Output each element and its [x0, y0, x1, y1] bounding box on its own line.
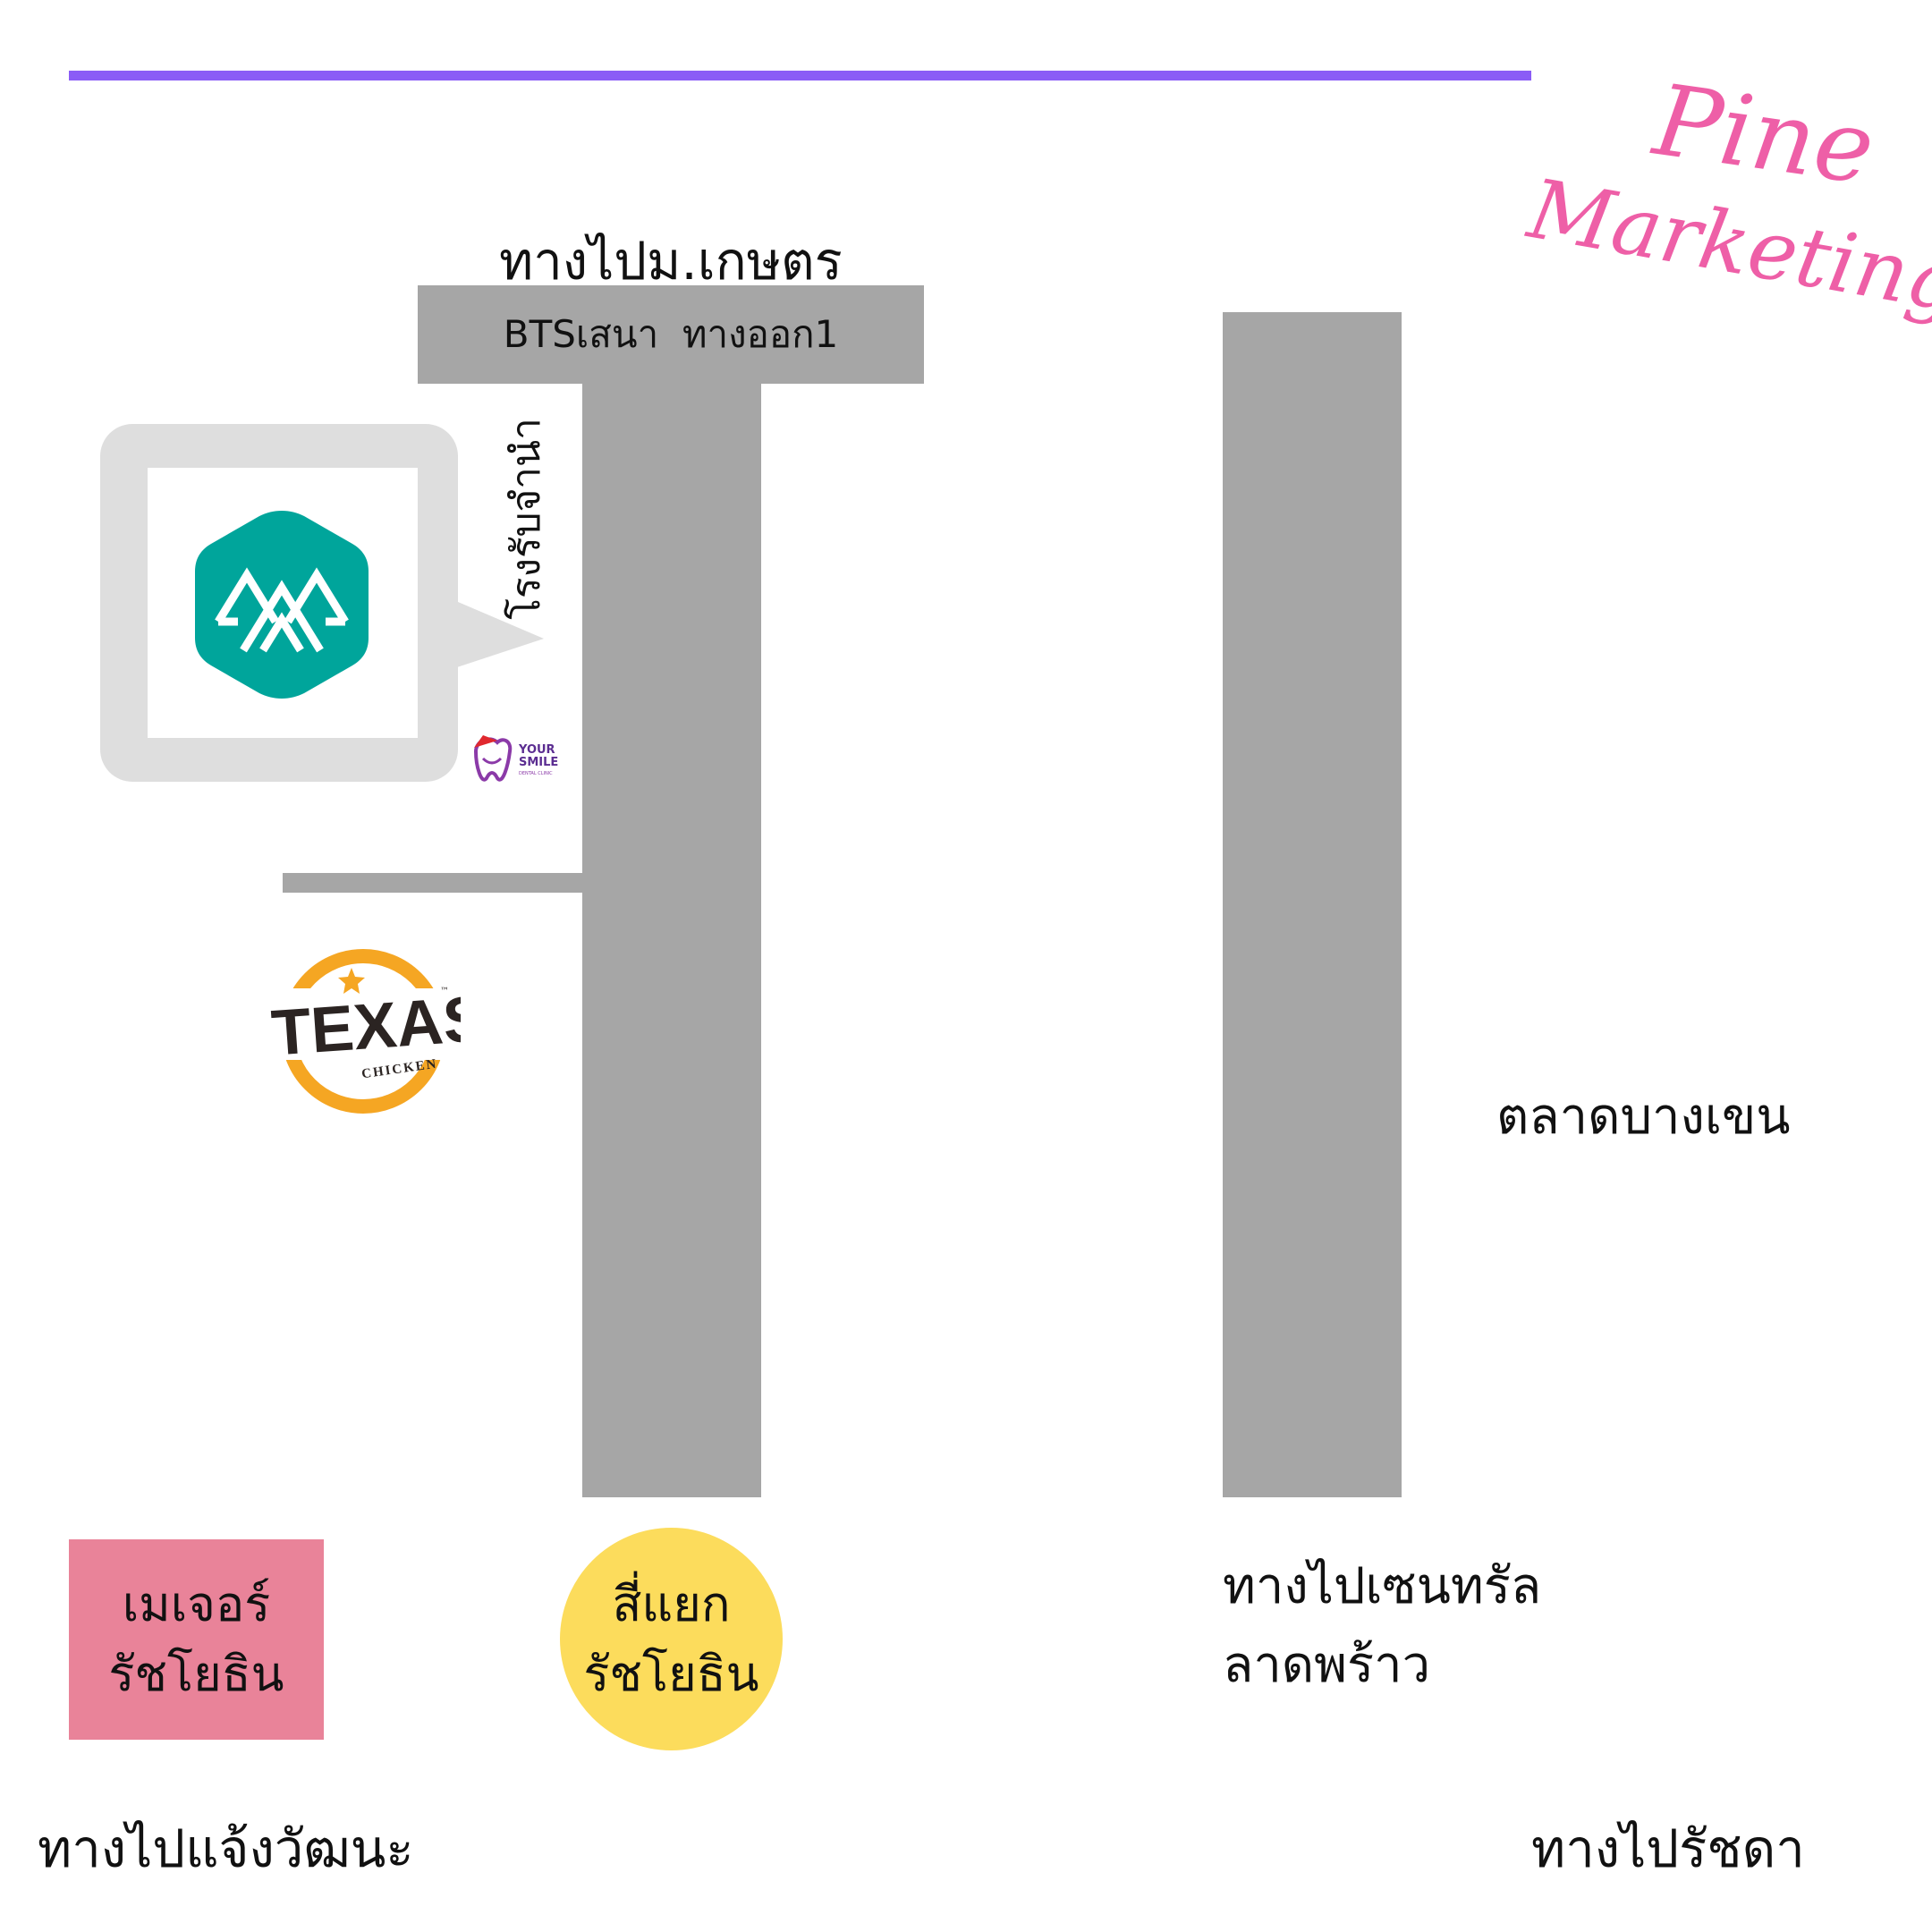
pine-marketing-watermark: Pine Marketing [1521, 63, 1932, 331]
texas-chicken-logo-icon: TEXAS CHICKEN ™ [268, 949, 461, 1114]
texas-word: TEXAS [269, 983, 461, 1070]
intersection-line-1: สี่แยก [612, 1575, 731, 1632]
top-direction-label: ทางไปม.เกษตร [499, 231, 843, 292]
major-line-1: เมเจอร์ [122, 1576, 271, 1632]
pawnshop-label: โรงรับจำนำ [504, 418, 549, 620]
ratchayothin-intersection-circle: สี่แยก รัชโยธิน [560, 1528, 783, 1750]
accent-line [69, 71, 1531, 80]
market-label: ตลาดบางเขน [1496, 1088, 1791, 1146]
to-ratchada-label: ทางไปรัชดา [1531, 1818, 1805, 1879]
your-smile-logo-icon: YOUR SMILE DENTAL CLINIC [473, 735, 558, 782]
your-smile-line3: DENTAL CLINIC [519, 771, 553, 776]
texas-tm: ™ [440, 987, 449, 996]
main-road-vertical [582, 384, 761, 1497]
intersection-line-2: รัชโยธิน [583, 1645, 759, 1702]
right-road-vertical [1223, 312, 1402, 1497]
to-central-line-1: ทางไปเซนทรัล [1223, 1557, 1542, 1615]
side-street [283, 873, 582, 893]
major-line-2: รัชโยธิน [108, 1646, 284, 1702]
bts-station-label: BTSเสนา ทางออก1 [503, 312, 839, 356]
major-ratchayothin-box: เมเจอร์ รัชโยธิน [69, 1539, 324, 1740]
your-smile-line1: YOUR [518, 743, 555, 757]
to-central-line-2: ลาดพร้าว [1223, 1636, 1431, 1694]
callout-pointer [452, 599, 544, 669]
to-chaeng-watthana-label: ทางไปแจ้งวัฒนะ [38, 1818, 414, 1879]
your-smile-line2: SMILE [519, 756, 558, 769]
watermark-line-1: Pine [1648, 63, 1881, 207]
pine-shop-marker-icon [195, 511, 369, 699]
bts-station-bar [418, 285, 924, 384]
